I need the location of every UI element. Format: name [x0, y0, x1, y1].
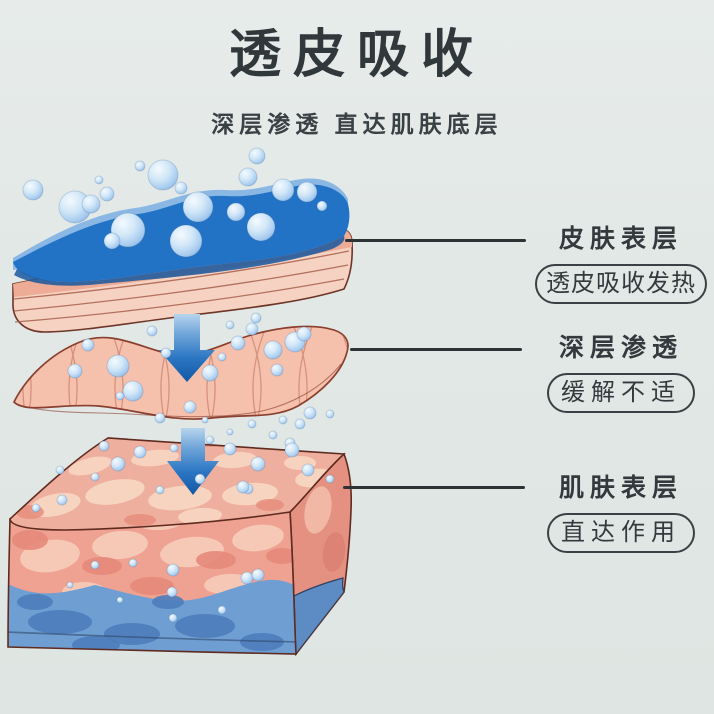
annotation-layer-label: 皮肤表层 [558, 225, 683, 253]
annotation-effect-badge: 缓解不适 [547, 373, 695, 414]
annotation-skin-surface: 皮肤表层 透皮吸收发热 [528, 225, 714, 305]
annotation-muscle-surface: 肌肤表层 直达作用 [528, 474, 714, 554]
annotation-effect-badge: 透皮吸收发热 [535, 264, 707, 305]
annotation-layer-label: 深层渗透 [558, 334, 683, 362]
page-subtitle: 深层渗透 直达肌肤底层 [211, 110, 503, 137]
surface-bubbles [22, 147, 328, 258]
connector-line-skin-surface [345, 239, 526, 242]
connector-line-muscle-surface [343, 486, 525, 489]
absorption-arrow-down-2 [167, 428, 219, 495]
block-front-droplets [66, 558, 265, 623]
absorption-arrow-down-1 [159, 314, 215, 382]
annotation-deep-penetration: 深层渗透 缓解不适 [528, 334, 714, 414]
page-title: 透皮吸收 [228, 26, 485, 84]
connector-line-deep-penetration [350, 348, 522, 351]
between-droplets [201, 409, 335, 436]
annotation-effect-badge: 直达作用 [547, 513, 695, 554]
block-top-droplets [31, 430, 335, 513]
subcutis-block [7, 437, 353, 657]
dermis-droplets [67, 312, 317, 424]
annotation-layer-label: 肌肤表层 [558, 474, 683, 502]
